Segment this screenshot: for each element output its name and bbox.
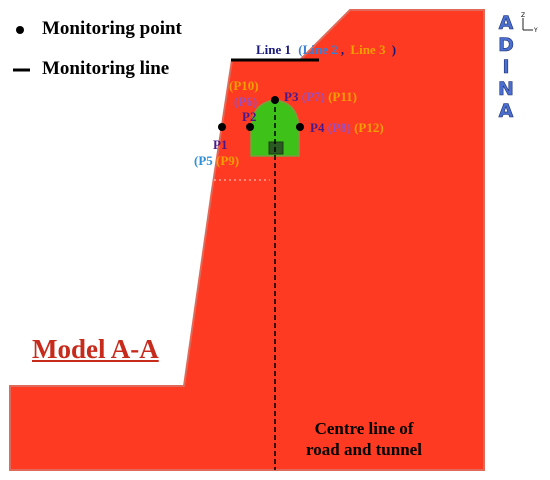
model-title: Model A-A	[32, 334, 159, 364]
svg-text:P4 (P8) (P12): P4 (P8) (P12)	[310, 120, 384, 135]
label-line3: Line 3	[350, 42, 386, 57]
road-box	[268, 141, 284, 155]
label-p7: (P7)	[302, 89, 325, 104]
legend-line-label: Monitoring line	[42, 58, 170, 79]
axis-z-label: Z	[521, 12, 525, 19]
monitoring-point-p4	[296, 123, 304, 131]
label-p2: P2	[242, 109, 256, 124]
label-p10: (P10)	[229, 78, 259, 93]
label-close: )	[392, 42, 396, 57]
legend-point-icon	[16, 26, 24, 34]
label-p9: (P9)	[216, 153, 239, 168]
adina-letter: D	[498, 34, 514, 57]
svg-text:P3 (P7) (P11): P3 (P7) (P11)	[284, 89, 357, 104]
adina-letter: A	[498, 100, 514, 123]
label-p8: (P8)	[328, 120, 351, 135]
centre-line-note-1: Centre line of	[314, 419, 414, 438]
adina-letter: N	[498, 78, 515, 101]
adina-logo: A D I N A	[495, 12, 517, 123]
centre-line-note: Centre line of road and tunnel	[284, 418, 444, 460]
label-p4: P4	[310, 120, 325, 135]
label-p1: P1	[213, 137, 227, 152]
axes-triad: Z Y	[519, 12, 541, 36]
monitoring-point-p2	[246, 123, 254, 131]
label-p5: (P5	[194, 153, 213, 168]
label-line1: Line 1	[256, 42, 291, 57]
svg-text:(P5 (P9): (P5 (P9)	[194, 153, 239, 168]
monitoring-point-p1	[218, 123, 226, 131]
legend-point-label: Monitoring point	[42, 18, 182, 39]
adina-letter: I	[502, 56, 510, 79]
axes-icon: Z Y	[521, 12, 538, 34]
label-p11: (P11)	[328, 89, 357, 104]
monitoring-point-p3	[271, 96, 279, 104]
label-sep: ,	[341, 42, 344, 57]
label-line2: (Line 2	[298, 42, 337, 57]
svg-text:Line 1 (Line 2 , L: Line 1 (Line 2 , Line 3 )	[256, 42, 396, 57]
label-p12: (P12)	[354, 120, 384, 135]
centre-line-note-2: road and tunnel	[306, 440, 422, 459]
label-p6: (P6)	[234, 94, 257, 109]
adina-letter: A	[498, 12, 514, 35]
label-p3: P3	[284, 89, 299, 104]
axis-y-label: Y	[533, 27, 538, 34]
